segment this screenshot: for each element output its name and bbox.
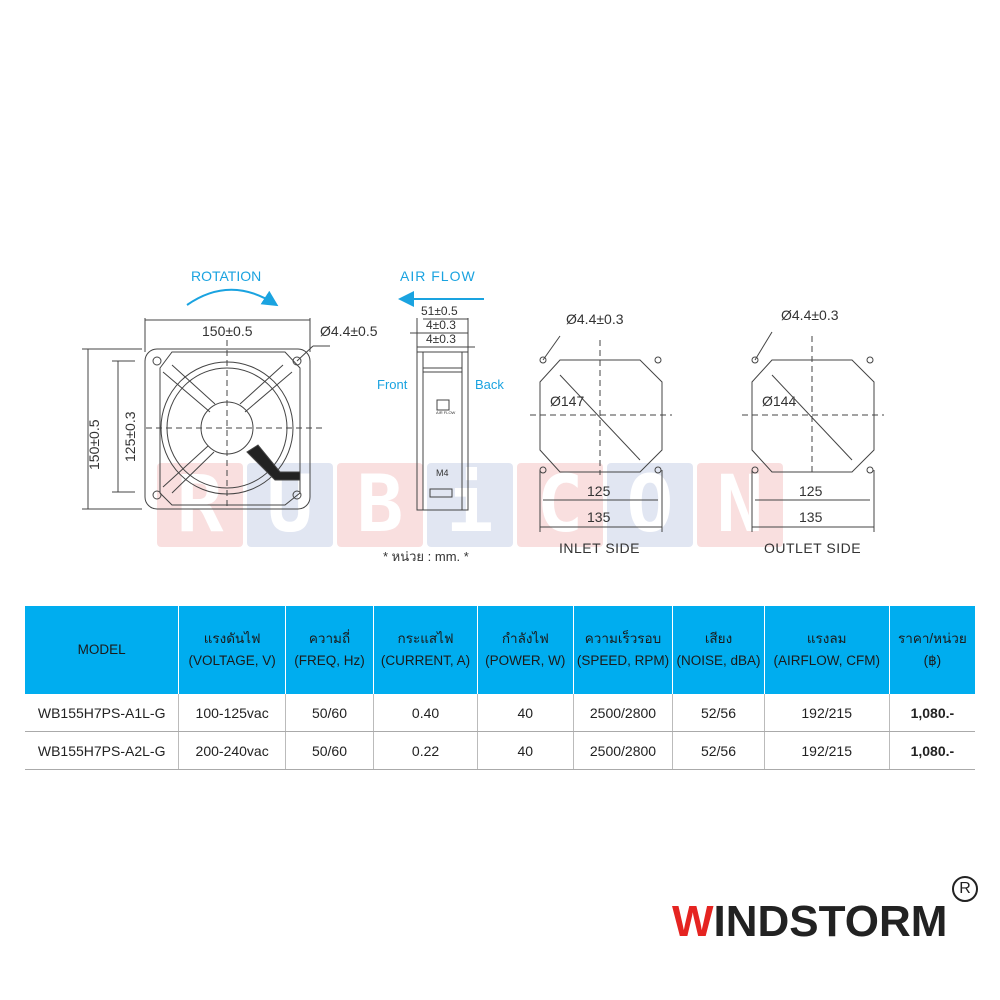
outlet-title: OUTLET SIDE [764,540,862,556]
inlet-cutout-template [530,335,672,532]
table-cell: 192/215 [763,731,890,770]
header-thai: กำลังไฟ [501,631,549,646]
table-cell: 200-240vac [178,731,286,770]
header-thai: ความเร็วรอบ [584,631,662,646]
header-english: (NOISE, dBA) [676,653,761,668]
side-airflow-text: AIR FLOW [436,410,456,415]
header-thai: เสียง [704,631,733,646]
column-header: ความเร็วรอบ (SPEED, RPM) [572,606,673,694]
header-thai: ความถี่ [308,631,351,646]
rotation-label: ROTATION [191,268,262,284]
front-width-dim: 150±0.5 [202,323,253,339]
watermark-letter: N [697,460,783,550]
windstorm-logo: WINDSTORM [672,900,947,944]
table-cell: 1,080.- [888,731,975,770]
inlet-cutout-dim: Ø147 [550,393,585,409]
watermark-letter: C [517,460,603,550]
inlet-hole-dim: Ø4.4±0.3 [566,311,624,327]
header-english: MODEL [77,642,126,657]
table-cell: 52/56 [672,694,765,732]
table-cell: 1,080.- [888,694,975,732]
inlet-title: INLET SIDE [559,540,640,556]
header-english: (SPEED, RPM) [576,653,670,668]
fan-side-view [410,318,475,511]
outlet-cutout-template [742,331,884,532]
table-cell: 192/215 [763,694,890,732]
table-cell: 52/56 [672,731,765,770]
table-cell: WB155H7PS-A1L-G [25,694,179,732]
screw-label: M4 [436,468,449,478]
header-english: (฿) [923,653,942,668]
spec-table: MODEL แรงดันไฟ (VOLTAGE, V) ความถี่ (FREQ, H… [25,606,975,770]
table-cell: 40 [477,694,574,732]
watermark-letter: O [607,460,693,550]
watermark-letter: B [337,460,423,550]
logo-text: INDSTORM [713,897,948,946]
rotation-arrow-icon [186,288,279,307]
table-cell: 2500/2800 [572,694,673,732]
outlet-outer-dim: 135 [799,509,823,525]
depth-dim: 51±0.5 [421,304,458,318]
outlet-hole-dim: Ø4.4±0.3 [781,307,839,323]
table-cell: 2500/2800 [572,731,673,770]
inlet-outer-dim: 135 [587,509,611,525]
watermark-letter: i [427,460,513,550]
header-english: (AIRFLOW, CFM) [773,653,880,668]
flange1-dim: 4±0.3 [426,318,456,332]
table-cell: 0.22 [373,731,478,770]
column-header: ราคา/หน่วย (฿) [888,606,975,694]
column-header: ความถี่ (FREQ, Hz) [284,606,374,694]
technical-drawing [82,288,884,532]
front-label: Front [377,377,408,392]
header-english: (CURRENT, A) [380,653,471,668]
column-header: แรงดันไฟ (VOLTAGE, V) [178,606,286,694]
airflow-label: AIR FLOW [400,268,476,284]
table-cell: 50/60 [284,731,374,770]
fan-front-view [82,318,330,510]
table-cell: 50/60 [284,694,374,732]
outlet-cutout-dim: Ø144 [762,393,797,409]
header-thai: ราคา/หน่วย [897,631,967,646]
column-header: กำลังไฟ (POWER, W) [477,606,574,694]
column-header: MODEL [25,606,179,694]
header-english: (VOLTAGE, V) [188,653,276,668]
table-cell: 100-125vac [178,694,286,732]
table-cell: WB155H7PS-A2L-G [25,731,179,770]
header-thai: กระแสไฟ [397,631,454,646]
back-label: Back [475,377,504,392]
inlet-inner-dim: 125 [587,483,611,499]
table-cell: 0.40 [373,694,478,732]
front-hole-dim: Ø4.4±0.5 [320,323,378,339]
column-header: กระแสไฟ (CURRENT, A) [373,606,478,694]
header-thai: แรงลม [806,631,847,646]
header-english: (FREQ, Hz) [294,653,365,668]
flange2-dim: 4±0.3 [426,332,456,346]
outlet-inner-dim: 125 [799,483,823,499]
registered-mark: R [952,876,978,902]
column-header: แรงลม (AIRFLOW, CFM) [763,606,890,694]
table-cell: 40 [477,731,574,770]
header-english: (POWER, W) [485,653,566,668]
unit-note: * หน่วย : mm. * [383,549,469,564]
column-header: เสียง (NOISE, dBA) [672,606,765,694]
header-thai: แรงดันไฟ [203,631,261,646]
logo-w: W [672,897,714,946]
